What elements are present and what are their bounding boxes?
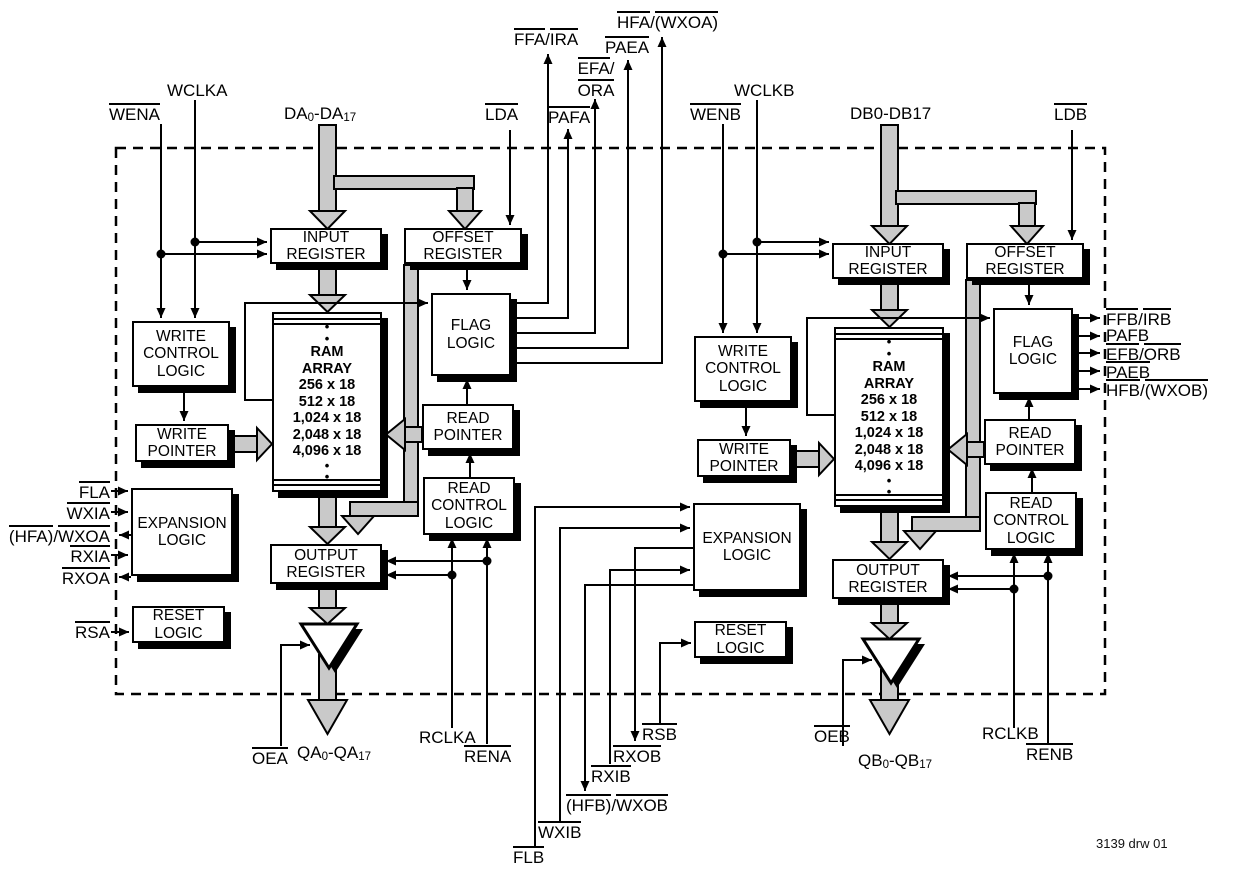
pin-label-rclka: RCLKA xyxy=(419,728,476,747)
block-write-pointer-b: WRITE POINTER xyxy=(697,439,791,477)
pin-label-renb: RENB xyxy=(1026,743,1074,764)
pin-label-rena: RENA xyxy=(464,745,512,766)
signal-wires xyxy=(111,37,1100,846)
block-read-control-logic-b: READ CONTROL LOGIC xyxy=(985,492,1077,550)
pin-label-lda: LDA xyxy=(485,103,519,124)
pin-label-db-bus: DB0-DB17 xyxy=(850,104,932,123)
pin-label-flb: FLB xyxy=(513,846,545,867)
tristate-buffer-b xyxy=(860,637,925,688)
pin-label-rclkb: RCLKB xyxy=(982,724,1039,743)
pin-label-hfa-wxoa: HFA/(WXOA) xyxy=(617,11,719,32)
block-write-control-logic-b: WRITE CONTROL LOGIC xyxy=(694,336,792,402)
pin-label-rxoa: RXOA xyxy=(61,567,110,588)
block-offset-register-a: OFFSET REGISTER xyxy=(404,228,522,264)
block-write-control-logic-a: WRITE CONTROL LOGIC xyxy=(132,321,230,387)
pin-label-rxia: RXIA xyxy=(70,545,110,566)
pin-label-efb-orb: EFB/ORB xyxy=(1106,343,1181,364)
pin-label-rsa: RSA xyxy=(75,621,110,642)
pin-label-ffa-ira: FFA/IRA xyxy=(514,28,579,49)
pin-label-fla: FLA xyxy=(78,481,110,502)
pin-label-oea: OEA xyxy=(252,747,288,768)
pin-label-rxib: RXIB xyxy=(591,765,631,786)
gray-buses xyxy=(232,124,1046,737)
block-offset-register-b: OFFSET REGISTER xyxy=(966,243,1084,279)
pin-label-ldb: LDB xyxy=(1054,103,1088,124)
pin-label-hfa-wxoa-out: (HFA)/WXOA xyxy=(8,525,110,546)
pin-label-wclkb: WCLKB xyxy=(734,81,795,100)
pin-label-da-bus: DA0-DA17 xyxy=(284,104,357,124)
block-input-register-a: INPUT REGISTER xyxy=(270,228,382,264)
block-output-register-b: OUTPUT REGISTER xyxy=(832,559,944,599)
block-expansion-logic-b: EXPANSION LOGIC xyxy=(693,503,801,591)
pin-label-hfb-wxob: HFB/(WXOB) xyxy=(1106,379,1209,400)
junction-dots xyxy=(156,237,1053,594)
pin-label-paeb: PAEB xyxy=(1106,361,1151,382)
block-read-pointer-b: READ POINTER xyxy=(984,419,1076,465)
block-write-pointer-a: WRITE POINTER xyxy=(135,424,229,462)
pin-label-wenb: WENB xyxy=(690,103,741,124)
pin-label-ffb-irb: FFB/IRB xyxy=(1106,308,1172,329)
pin-label-wclka: WCLKA xyxy=(167,81,228,100)
block-read-control-logic-a: READ CONTROL LOGIC xyxy=(423,477,515,535)
block-ram-array-a: • • RAM ARRAY 256 x 18 512 x 18 1,024 x … xyxy=(272,312,382,492)
pin-label-hfb-wxob-out: (HFB)/WXOB xyxy=(566,794,669,815)
pin-label-qb-bus: QB0-QB17 xyxy=(858,751,932,771)
block-input-register-b: INPUT REGISTER xyxy=(832,243,944,279)
pin-label-wxib: WXIB xyxy=(538,821,582,842)
block-expansion-logic-a: EXPANSION LOGIC xyxy=(131,488,233,576)
block-reset-logic-a: RESET LOGIC xyxy=(132,606,225,643)
block-read-pointer-a: READ POINTER xyxy=(422,404,514,450)
pin-label-rxob: RXOB xyxy=(613,745,662,766)
pin-label-wena: WENA xyxy=(109,103,160,124)
block-output-register-a: OUTPUT REGISTER xyxy=(270,544,382,584)
pin-label-oeb: OEB xyxy=(814,725,850,746)
pin-label-pafa: PAFA xyxy=(548,106,591,127)
pin-label-qa-bus: QA0-QA17 xyxy=(297,743,371,763)
block-flag-logic-a: FLAG LOGIC xyxy=(431,293,511,376)
block-reset-logic-b: RESET LOGIC xyxy=(694,621,787,658)
pin-label-rsb: RSB xyxy=(642,723,677,744)
pin-label-wxia: WXIA xyxy=(66,502,110,523)
block-ram-array-b: • • RAM ARRAY 256 x 18 512 x 18 1,024 x … xyxy=(834,327,944,507)
drawing-number: 3139 drw 01 xyxy=(1096,836,1168,851)
pin-label-efa-ora: EFA/ORA xyxy=(577,57,615,100)
pin-label-paea: PAEA xyxy=(605,36,650,57)
block-flag-logic-b: FLAG LOGIC xyxy=(993,308,1073,394)
tristate-buffer-a xyxy=(298,622,363,673)
pin-label-pafb: PAFB xyxy=(1106,326,1150,345)
